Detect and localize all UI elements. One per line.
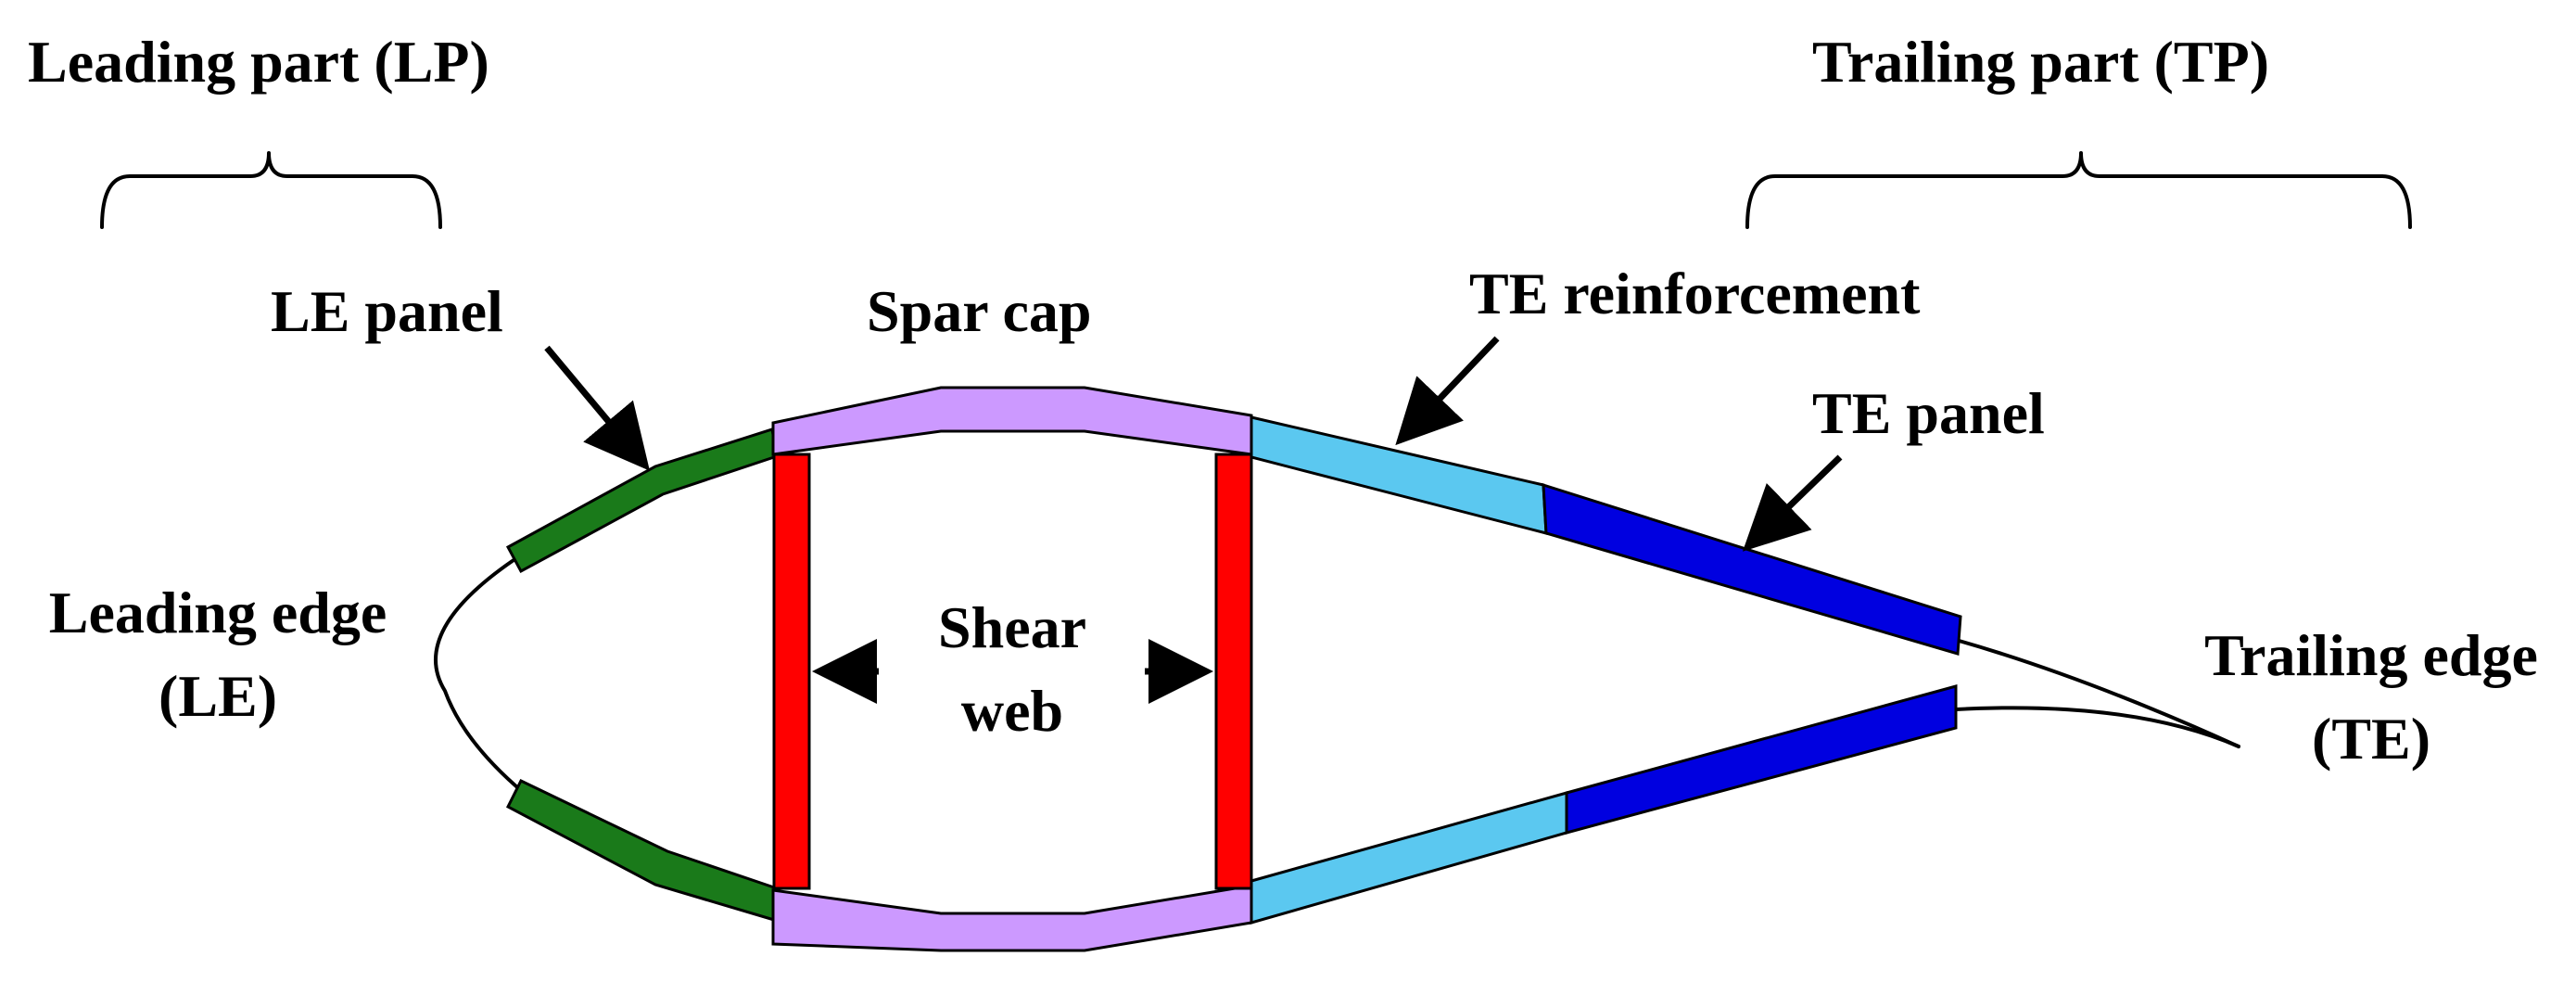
te-panel-label: TE panel [1812,380,2045,446]
spar-cap-lower [771,884,1253,952]
spar-cap-label: Spar cap [867,278,1091,344]
te-panel-arrow [1742,454,1843,552]
le-panel-arrow [544,345,650,471]
te-reinforcement-arrow [1395,336,1500,446]
trailing-edge-lower-curve [1954,706,2240,748]
leading-edge-label-line1: Leading edge [49,580,387,645]
le-panel-lower [506,779,779,922]
shear-web-label-line2: web [961,678,1063,744]
te-reinforcement-upper [1250,415,1548,535]
le-panel-label: LE panel [271,278,503,344]
le-panel-upper [505,427,779,574]
te-panel-upper [1542,482,1962,656]
trailing-edge-label-line1: Trailing edge [2204,622,2538,688]
leading-edge-curve [434,555,526,795]
leading-edge-label-line2: (LE) [159,663,277,729]
te-reinforcement-lower [1250,791,1568,925]
shear-web-right [1214,453,1253,890]
te-reinforcement-label: TE reinforcement [1469,261,1921,326]
trailing-part-bracket [1745,151,2412,229]
te-panel-lower [1565,684,1958,835]
spar-cap-upper [771,386,1253,456]
trailing-edge-label-line2: (TE) [2312,706,2430,772]
shear-web-label-line1: Shear [938,594,1086,660]
trailing-edge-upper-curve [1954,638,2240,748]
trailing-part-label: Trailing part (TP) [1812,29,2269,95]
shear-web-left [772,453,811,890]
leading-part-bracket [100,151,442,229]
leading-part-label: Leading part (LP) [28,29,489,95]
